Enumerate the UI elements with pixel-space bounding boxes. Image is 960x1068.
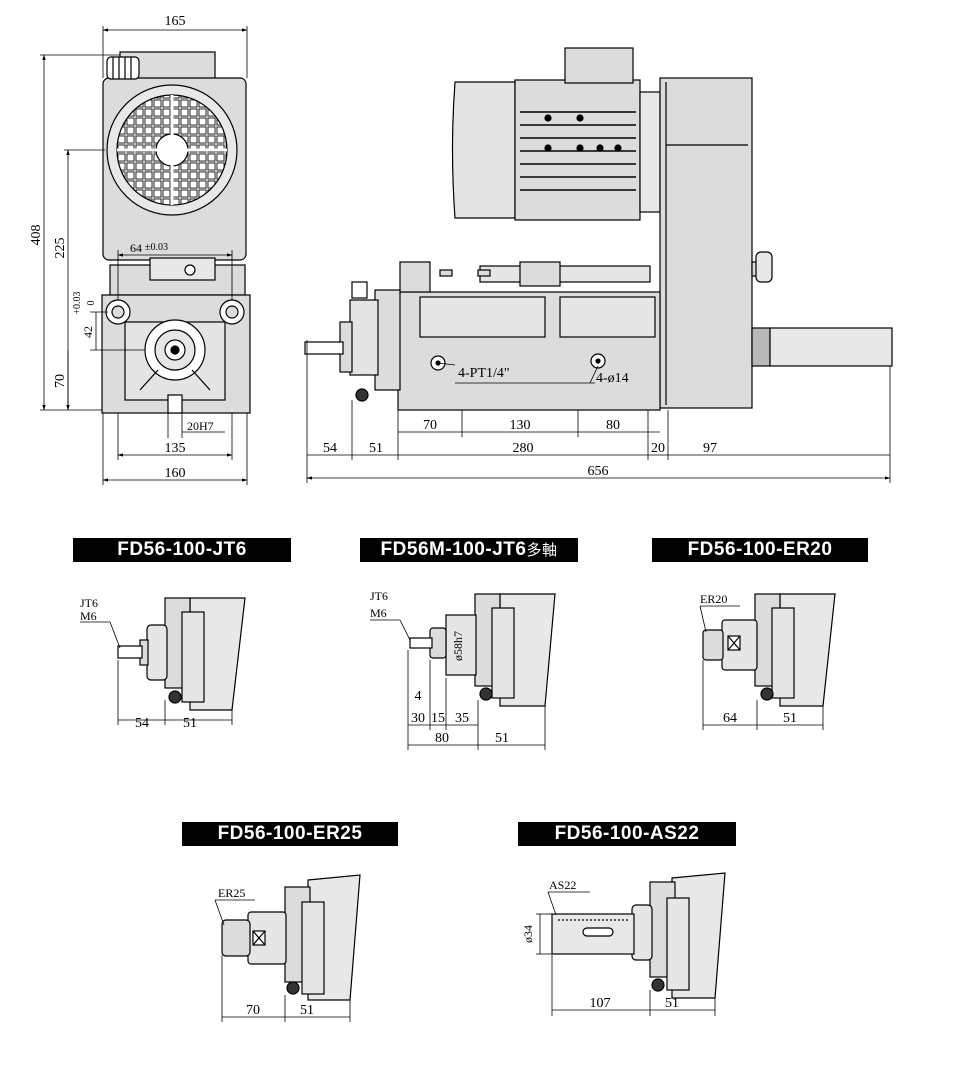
er25-label: ER25 xyxy=(218,886,245,900)
belt-housing xyxy=(659,77,753,409)
dim-front-42-tol: +0.03 xyxy=(72,291,83,314)
variant-jt6m-dims xyxy=(370,619,546,750)
tail-shaft xyxy=(769,327,893,367)
dim-front-408: 408 xyxy=(29,225,44,246)
side-dim-51: 51 xyxy=(369,441,383,456)
as22-label: AS22 xyxy=(549,878,576,892)
er20-dim-64: 64 xyxy=(723,711,737,726)
title-jt6-text: FD56-100-JT6 xyxy=(117,539,247,560)
variant-er20-dims xyxy=(699,605,824,730)
title-jt6m-text: FD56M-100-JT6 xyxy=(380,539,527,560)
dim-front-165: 165 xyxy=(165,14,186,29)
jt6-dim-51: 51 xyxy=(183,716,197,731)
side-hole-label: 4-ø14 xyxy=(596,371,629,386)
side-dim-80: 80 xyxy=(606,418,620,433)
dim-front-160: 160 xyxy=(165,466,186,481)
jt6-label-m6: M6 xyxy=(80,609,97,623)
title-jt6m: FD56M-100-JT6多軸 xyxy=(360,538,578,562)
variant-jt6m-drawing xyxy=(409,593,556,707)
er25-dim-51: 51 xyxy=(300,1003,314,1018)
motor-terminal-box-side xyxy=(564,47,634,84)
jt6m-dim-35: 35 xyxy=(455,711,469,726)
variant-jt6-drawing xyxy=(117,597,246,711)
side-dimensions xyxy=(306,340,891,483)
jt6m-dim-80: 80 xyxy=(435,731,449,746)
dim-front-135: 135 xyxy=(165,441,186,456)
er20-label: ER20 xyxy=(700,592,727,606)
title-er25: FD56-100-ER25 xyxy=(182,822,398,846)
title-jt6: FD56-100-JT6 xyxy=(73,538,291,562)
variant-as22-drawing xyxy=(551,872,726,999)
as22-dim-107: 107 xyxy=(590,996,611,1011)
as22-dim-51: 51 xyxy=(665,996,679,1011)
dim-front-64: 64 xyxy=(130,241,142,255)
side-dim-97: 97 xyxy=(703,441,717,456)
jt6m-label-jt6: JT6 xyxy=(370,589,388,603)
title-er20-text: FD56-100-ER20 xyxy=(687,539,833,560)
side-dim-130: 130 xyxy=(510,418,531,433)
side-dim-70: 70 xyxy=(423,418,437,433)
variant-jt6-dims xyxy=(80,621,233,725)
side-port-label: 4-PT1/4" xyxy=(458,366,510,381)
jt6m-label-dia58: ø58h7 xyxy=(451,631,465,661)
adjust-knob xyxy=(755,251,773,283)
er20-dim-51: 51 xyxy=(783,711,797,726)
side-dim-20: 20 xyxy=(651,441,665,456)
er25-dim-70: 70 xyxy=(246,1003,260,1018)
side-dim-280: 280 xyxy=(513,441,534,456)
side-dim-656: 656 xyxy=(588,464,609,479)
variant-as22-dims xyxy=(536,891,716,1016)
side-view xyxy=(304,47,893,411)
title-as22-text: FD56-100-AS22 xyxy=(554,823,700,844)
dim-front-70: 70 xyxy=(53,374,68,388)
jt6-label-jt6: JT6 xyxy=(80,596,98,610)
title-er25-text: FD56-100-ER25 xyxy=(217,823,363,844)
dim-front-225: 225 xyxy=(53,238,68,259)
dim-front-64-tol: ±0.03 xyxy=(145,242,168,253)
jt6-dim-54: 54 xyxy=(135,716,149,731)
dim-front-key: 20H7 xyxy=(187,419,214,433)
jt6m-dim-4: 4 xyxy=(415,689,422,704)
dim-front-42: 42 xyxy=(81,326,95,338)
jt6m-label-m6: M6 xyxy=(370,606,387,620)
side-dim-54: 54 xyxy=(323,441,337,456)
variant-er25-dims xyxy=(214,899,351,1022)
jt6m-dim-30: 30 xyxy=(411,711,425,726)
title-er20: FD56-100-ER20 xyxy=(652,538,868,562)
jt6m-dim-15: 15 xyxy=(431,711,445,726)
front-view xyxy=(101,51,251,414)
jt6m-dim-51: 51 xyxy=(495,731,509,746)
front-dimensions xyxy=(40,26,248,485)
title-jt6m-suffix: 多軸 xyxy=(526,542,558,559)
as22-label-dia34: ø34 xyxy=(521,925,535,943)
dim-front-42-tol2: 0 xyxy=(86,301,97,306)
cable-gland xyxy=(106,56,140,80)
title-as22: FD56-100-AS22 xyxy=(518,822,736,846)
variant-er20-drawing xyxy=(702,593,836,707)
variant-er25-drawing xyxy=(221,874,361,1001)
motor-end-cap xyxy=(451,81,516,219)
